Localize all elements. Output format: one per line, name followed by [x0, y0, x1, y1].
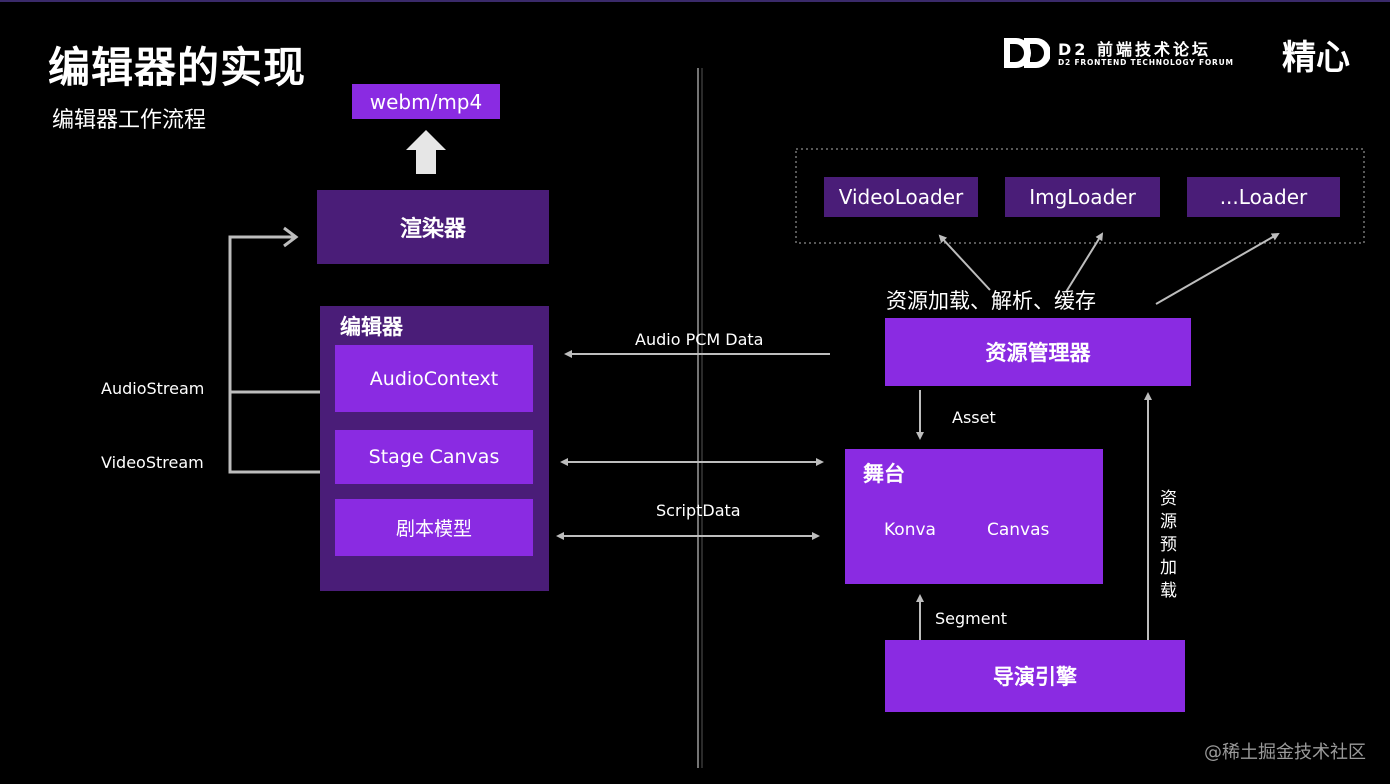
stage-title: 舞台	[863, 462, 905, 486]
stage-canvas-label: Stage Canvas	[368, 446, 500, 468]
forum-logo-title: D2 前端技术论坛	[1058, 40, 1211, 59]
audio-context-label: AudioContext	[369, 367, 499, 390]
d2-logo-icon	[1004, 38, 1050, 68]
output-format-box: webm/mp4	[352, 84, 500, 119]
asset-label: Asset	[952, 408, 996, 427]
script-model-box: 剧本模型	[335, 499, 533, 556]
audio-stream-label: AudioStream	[101, 379, 205, 398]
renderer-box: 渲染器	[317, 190, 549, 264]
script-data-label: ScriptData	[656, 501, 741, 520]
img-loader-label: ImgLoader	[1029, 185, 1136, 209]
director-engine-label: 导演引擎	[993, 665, 1077, 689]
watermark: @稀土掘金技术社区	[1204, 742, 1366, 763]
stage-canvas-engine-label: Canvas	[987, 520, 1050, 540]
img-loader-box: ImgLoader	[1005, 177, 1160, 217]
renderer-label: 渲染器	[399, 217, 466, 242]
other-loader-label: ...Loader	[1219, 185, 1308, 209]
resource-manager-box: 资源管理器	[885, 318, 1191, 386]
video-loader-label: VideoLoader	[838, 185, 964, 209]
resource-manager-label: 资源管理器	[985, 341, 1091, 365]
loader-frame	[795, 148, 1365, 244]
output-up-arrow	[406, 130, 446, 174]
editor-title: 编辑器	[340, 315, 403, 339]
stage-box	[845, 449, 1103, 584]
output-format-label: webm/mp4	[369, 89, 483, 114]
director-engine-box: 导演引擎	[885, 640, 1185, 712]
script-model-label: 剧本模型	[395, 518, 472, 540]
forum-logo-subtitle: D2 FRONTEND TECHNOLOGY FORUM	[1058, 58, 1234, 67]
video-loader-box: VideoLoader	[824, 177, 978, 217]
top-accent-line	[0, 0, 1390, 2]
stage-canvas-box: Stage Canvas	[335, 430, 533, 484]
video-stream-label: VideoStream	[101, 453, 204, 472]
segment-label: Segment	[935, 609, 1007, 628]
stage-konva-label: Konva	[884, 520, 936, 540]
stream-bracket	[228, 235, 326, 394]
brand-mark: 精心	[1282, 38, 1350, 78]
page-title: 编辑器的实现	[48, 43, 307, 92]
preload-label: 资源预加载	[1160, 489, 1177, 601]
resource-caption: 资源加载、解析、缓存	[886, 289, 1096, 313]
page-subtitle: 编辑器工作流程	[52, 108, 207, 133]
other-loader-box: ...Loader	[1187, 177, 1340, 217]
audio-pcm-label: Audio PCM Data	[635, 330, 764, 349]
audio-context-box: AudioContext	[335, 345, 533, 412]
